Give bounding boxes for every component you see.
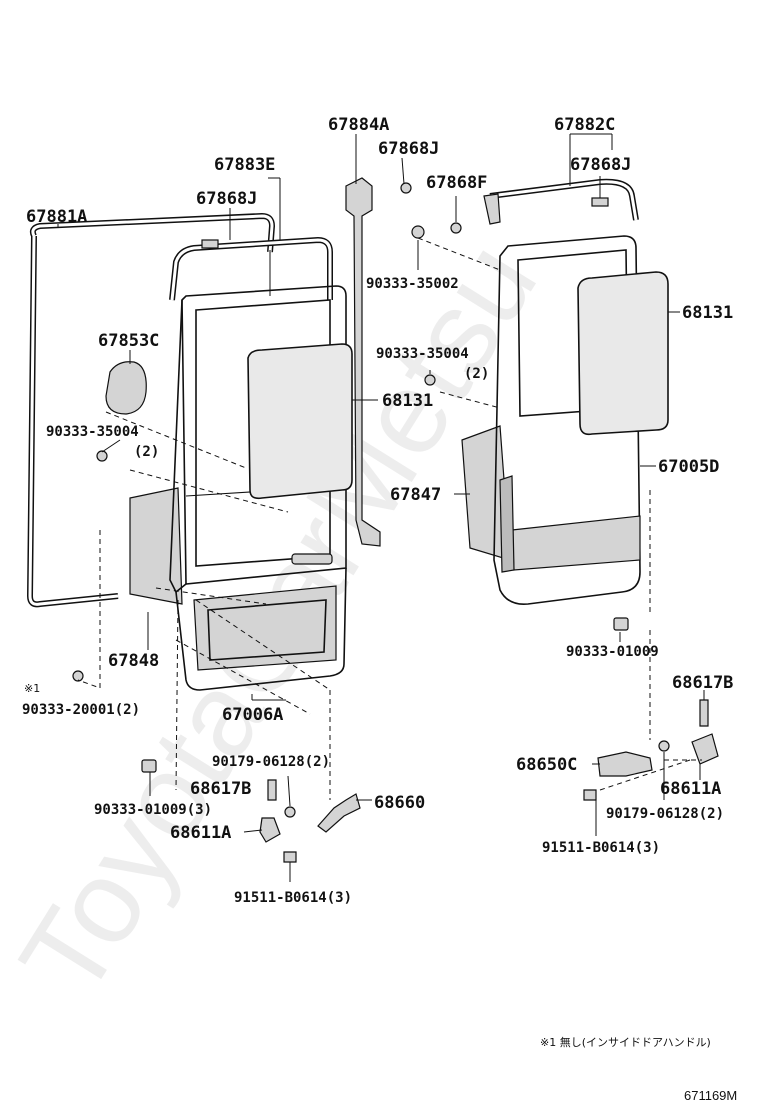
bolt-91511-B0614-left — [283, 851, 297, 863]
labels: 67884A 67868J 67883E 67868J 67881A 67853… — [22, 115, 737, 1103]
label-67848: 67848 — [108, 651, 159, 671]
weatherstrip-67881A — [26, 212, 276, 608]
label-67847: 67847 — [390, 485, 441, 505]
label-68617B-right: 68617B — [672, 673, 733, 693]
label-90333-01009-right: 90333-01009 — [566, 644, 659, 660]
label-68611A-left: 68611A — [170, 823, 231, 843]
pin-68617B-left — [267, 779, 277, 801]
pin-68617B-right — [699, 699, 709, 727]
glass-68131-left — [247, 343, 353, 500]
label-90333-20001: 90333-20001(2) — [22, 702, 140, 718]
glass-run-67883E — [169, 236, 333, 301]
label-68660: 68660 — [374, 793, 425, 813]
label-90333-35004-left: 90333-35004 — [46, 424, 139, 440]
label-68131-left: 68131 — [382, 391, 433, 411]
plug-90333-01009-left — [141, 759, 157, 773]
glass-68131-right — [577, 271, 669, 436]
label-67881A: 67881A — [26, 207, 87, 227]
label-90333-35004-right: 90333-35004 — [376, 346, 469, 362]
nut-90179-06128-right — [658, 740, 670, 752]
dashed-guides — [77, 237, 702, 800]
label-67868F: 67868F — [426, 173, 487, 193]
label-67006A: 67006A — [222, 705, 283, 725]
service-cover-67853C — [105, 361, 147, 415]
clip-67868J-top — [400, 182, 412, 194]
grommet-90333-35004-right — [424, 374, 436, 386]
grommet-90333-35004-left — [96, 450, 108, 462]
bolt-91511-B0614-right — [583, 789, 597, 801]
label-note-mark: ※1 — [24, 682, 40, 695]
label-90179-06128-left: 90179-06128(2) — [212, 754, 330, 770]
label-67868J-left: 67868J — [196, 189, 257, 209]
label-67882C: 67882C — [554, 115, 615, 135]
footnote: ※1 無し(インサイドドアハンドル) — [540, 1035, 711, 1049]
label-qty-2-right: (2) — [464, 366, 489, 382]
label-90179-06128-right: 90179-06128(2) — [606, 806, 724, 822]
label-67883E: 67883E — [214, 155, 275, 175]
label-68650C: 68650C — [516, 755, 577, 775]
grommet-90333-35002 — [411, 225, 425, 239]
hinge-68611A-left — [259, 817, 281, 843]
plug-90333-01009-right — [613, 617, 629, 631]
label-68131-right: 68131 — [682, 303, 733, 323]
clip-67868J-right — [591, 197, 609, 207]
check-68650C — [597, 751, 653, 777]
label-qty-2-left: (2) — [134, 444, 159, 460]
label-68611A-right: 68611A — [660, 779, 721, 799]
nut-90179-06128-left — [284, 806, 296, 818]
door-panel-67005D — [461, 235, 641, 606]
hinge-68611A-right — [691, 733, 719, 765]
grommet-90333-20001 — [72, 670, 84, 682]
label-67884A: 67884A — [328, 115, 389, 135]
check-68660 — [317, 793, 361, 833]
label-67853C: 67853C — [98, 331, 159, 351]
label-67005D: 67005D — [658, 457, 719, 477]
label-68617B-left: 68617B — [190, 779, 251, 799]
label-67868J-top: 67868J — [378, 139, 439, 159]
label-91511-B0614-left: 91511-B0614(3) — [234, 890, 352, 906]
label-91511-B0614-right: 91511-B0614(3) — [542, 840, 660, 856]
leader-lines — [57, 133, 705, 882]
glass-run-67882C — [483, 178, 639, 225]
label-90333-01009-left: 90333-01009(3) — [94, 802, 212, 818]
diagram-code: 671169M — [684, 1088, 737, 1103]
label-90333-35002: 90333-35002 — [366, 276, 459, 292]
clip-67868F — [450, 222, 462, 234]
label-67868J-right: 67868J — [570, 155, 631, 175]
clip-67868J-left — [201, 239, 219, 249]
division-bar-67884A — [345, 177, 381, 547]
